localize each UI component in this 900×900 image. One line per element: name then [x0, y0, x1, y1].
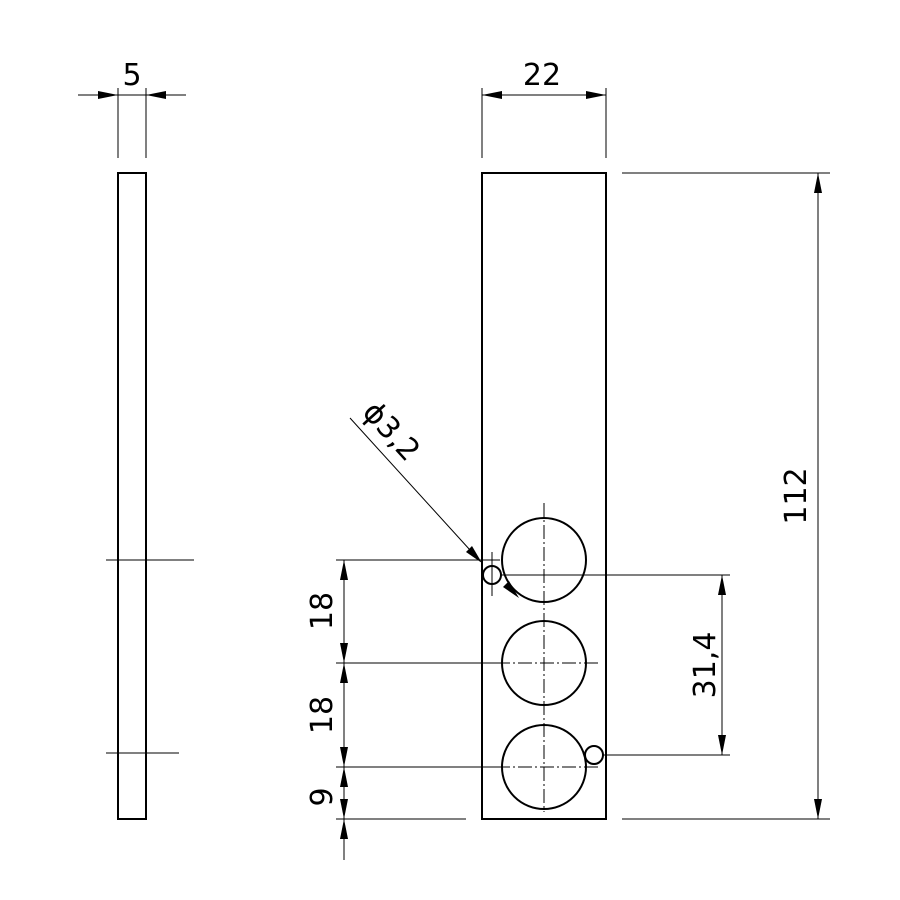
arrowhead: [340, 799, 348, 819]
arrowhead: [466, 546, 482, 563]
arrowhead: [814, 799, 822, 819]
leader-line: [349, 417, 481, 562]
small-hole-spacing-label: 31,4: [688, 632, 723, 699]
thickness-dimension: 5: [78, 58, 186, 158]
front-view: [481, 172, 607, 820]
arrowhead: [98, 91, 118, 99]
side-view: 5: [78, 58, 194, 820]
pitch-chain-dimension: 18 18 9: [305, 559, 500, 860]
small-hole-lower: [584, 745, 604, 765]
arrowhead: [340, 767, 348, 787]
arrowhead: [503, 581, 519, 598]
thickness-label: 5: [122, 58, 141, 93]
arrowhead: [586, 91, 606, 99]
arrowhead: [340, 747, 348, 767]
arrowhead: [340, 819, 348, 839]
width-dimension: 22: [481, 58, 607, 158]
arrowhead: [482, 91, 502, 99]
arrowhead: [718, 735, 726, 755]
hole-diameter-leader: ϕ3,2: [349, 395, 519, 598]
length-dimension: 112: [622, 172, 830, 820]
arrowhead: [718, 575, 726, 595]
arrowhead: [340, 663, 348, 683]
small-hole-spacing-dimension: 31,4: [501, 574, 730, 756]
plate-outline: [481, 172, 607, 820]
arrowhead: [146, 91, 166, 99]
width-label: 22: [523, 58, 561, 93]
pitch-upper-label: 18: [305, 592, 340, 630]
length-label: 112: [779, 467, 814, 524]
arrowhead: [814, 173, 822, 193]
hole-diameter-label: ϕ3,2: [355, 395, 426, 468]
arrowhead: [340, 560, 348, 580]
side-view-outline: [117, 172, 147, 820]
pitch-lower-label: 18: [305, 696, 340, 734]
arrowhead: [340, 643, 348, 663]
edge-offset-label: 9: [305, 787, 340, 806]
